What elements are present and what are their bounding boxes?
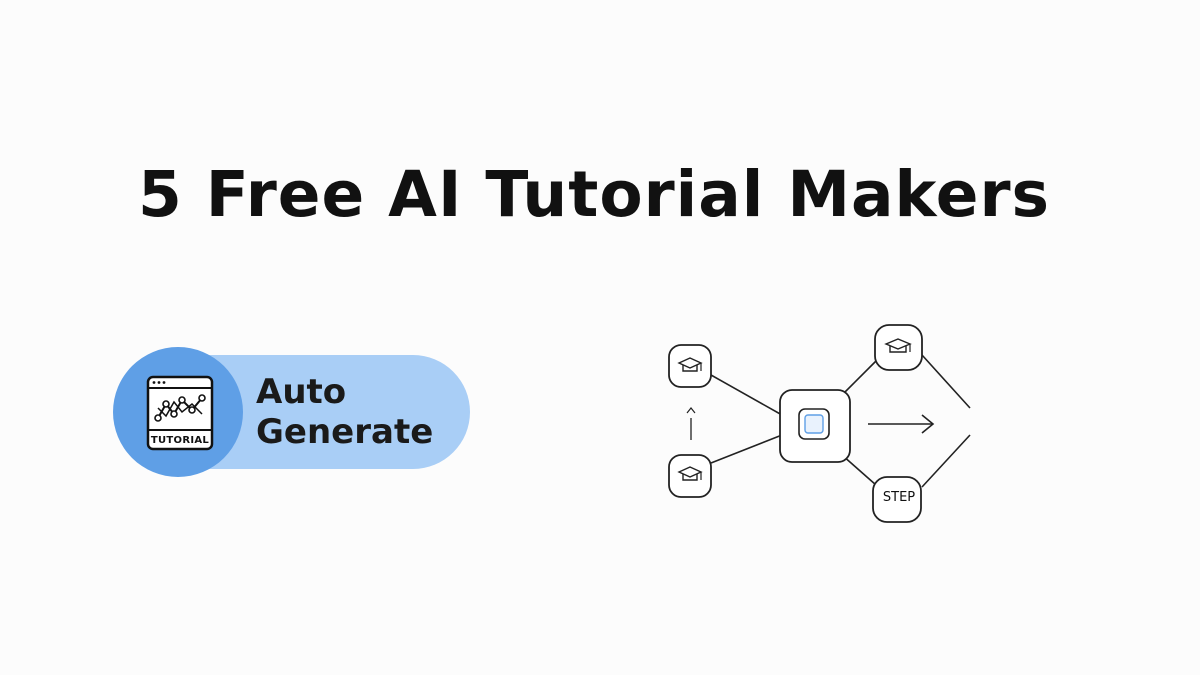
workflow-diagram (668, 324, 971, 523)
tutorial-window-icon (146, 375, 214, 451)
connector-line (841, 454, 877, 486)
connector-line (710, 434, 783, 464)
graduation-cap-icon (668, 344, 712, 388)
connector-line (921, 434, 971, 488)
connector-line (921, 354, 971, 409)
square-node-icon (779, 389, 851, 463)
graduation-cap-icon (874, 324, 923, 371)
tick-mark (686, 407, 696, 414)
tutorial-icon-label: TUTORIAL (150, 435, 210, 446)
connector-line (710, 374, 783, 416)
step-node (872, 476, 922, 523)
arrow-right-icon (868, 414, 935, 434)
page-title: 5 Free AI Tutorial Makers (137, 158, 1051, 231)
graduation-cap-icon (668, 454, 712, 498)
auto-generate-label: Auto Generate (256, 372, 433, 452)
connector-line (841, 359, 878, 396)
step-label: STEP (882, 490, 916, 505)
auto-label-line: Auto (256, 372, 347, 412)
generate-label-line: Generate (256, 412, 434, 452)
